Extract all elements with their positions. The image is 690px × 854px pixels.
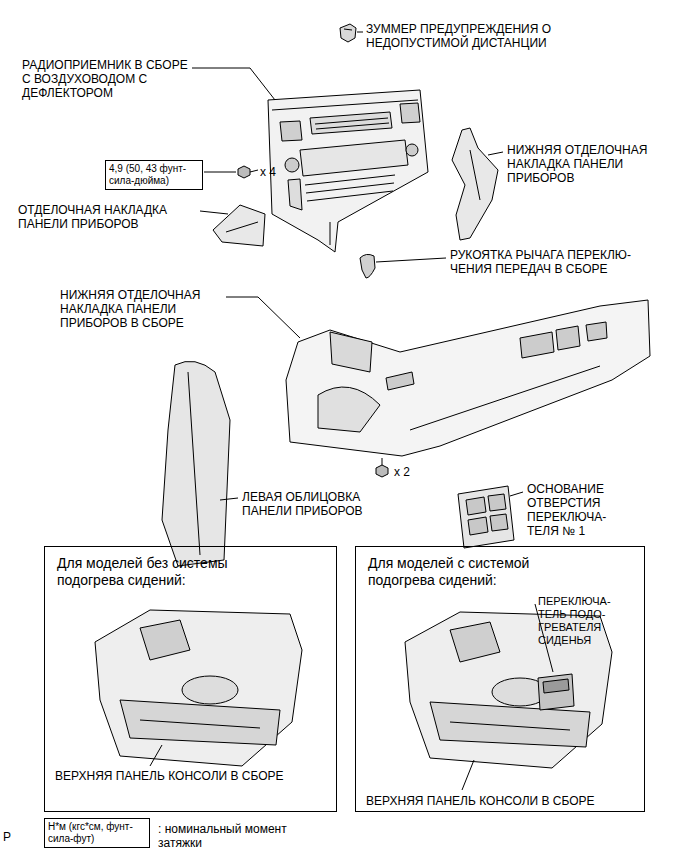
part-label: РУКОЯТКА РЫЧАГА ПЕРЕКЛЮ- ЧЕНИЯ ПЕРЕДАЧ В… xyxy=(450,248,675,276)
quantity-label: x 2 xyxy=(394,465,434,479)
part-label: ОСНОВАНИЕ ОТВЕРСТИЯ ПЕРЕКЛЮЧА- ТЕЛЯ № 1 xyxy=(527,482,637,538)
box-text: Для моделей с системой подогрева сидений… xyxy=(368,555,598,589)
part-label: НИЖНЯЯ ОТДЕЛОЧНАЯ НАКЛАДКА ПАНЕЛИ ПРИБОР… xyxy=(60,288,224,330)
legend-text: : номинальный момент затяжки xyxy=(158,822,298,850)
lower-trim-piece xyxy=(452,128,503,240)
bolt-symbol xyxy=(204,166,258,178)
part-label: НИЖНЯЯ ОТДЕЛОЧНАЯ НАКЛАДКА ПАНЕЛИ ПРИБОР… xyxy=(507,143,667,185)
switch-base-part xyxy=(458,486,523,548)
quantity-label: x 4 xyxy=(260,165,300,179)
left-cover-part xyxy=(162,361,238,566)
part-label: ВЕРХНЯЯ ПАНЕЛЬ КОНСОЛИ В СБОРЕ xyxy=(55,769,325,783)
bolt-symbol xyxy=(376,458,388,477)
part-label: ПЕРЕКЛЮЧА- ТЕЛЬ ПОДО- ГРЕВАТЕЛЯ СИДЕНЬЯ xyxy=(538,595,618,647)
variant-box: Для моделей с системой подогрева сидений… xyxy=(355,546,645,812)
part-label: ЗУММЕР ПРЕДУПРЕЖДЕНИЯ О НЕДОПУСТИМОЙ ДИС… xyxy=(366,22,656,50)
figure-code: P xyxy=(3,830,23,844)
part-label: ОТДЕЛОЧНАЯ НАКЛАДКА ПАНЕЛИ ПРИБОРОВ xyxy=(18,203,198,231)
box-text: Н*м (кгс*см, фунт- сила-фут) xyxy=(48,821,146,845)
part-label: ВЕРХНЯЯ ПАНЕЛЬ КОНСОЛИ В СБОРЕ xyxy=(366,794,636,808)
box-text: Для моделей без системы подогрева сидени… xyxy=(57,555,287,589)
trim-piece xyxy=(200,205,265,246)
torque-box: 4,9 (50, 43 фунт- сила-дюйма) xyxy=(105,160,203,190)
part-label: ЛЕВАЯ ОБЛИЦОВКА ПАНЕЛИ ПРИБОРОВ xyxy=(242,490,382,518)
legend-box: Н*м (кгс*см, фунт- сила-фут) xyxy=(44,818,150,848)
box-text: 4,9 (50, 43 фунт- сила-дюйма) xyxy=(109,163,199,187)
radio-assembly xyxy=(192,68,428,252)
shift-knob xyxy=(360,254,446,278)
buzzer-part xyxy=(340,24,363,42)
lower-panel-assembly xyxy=(226,297,650,456)
part-label: РАДИОПРИЕМНИК В СБОРЕ С ВОЗДУХОВОДОМ С Д… xyxy=(22,58,194,100)
variant-box: Для моделей без системы подогрева сидени… xyxy=(44,546,337,812)
console-panel xyxy=(95,610,302,766)
